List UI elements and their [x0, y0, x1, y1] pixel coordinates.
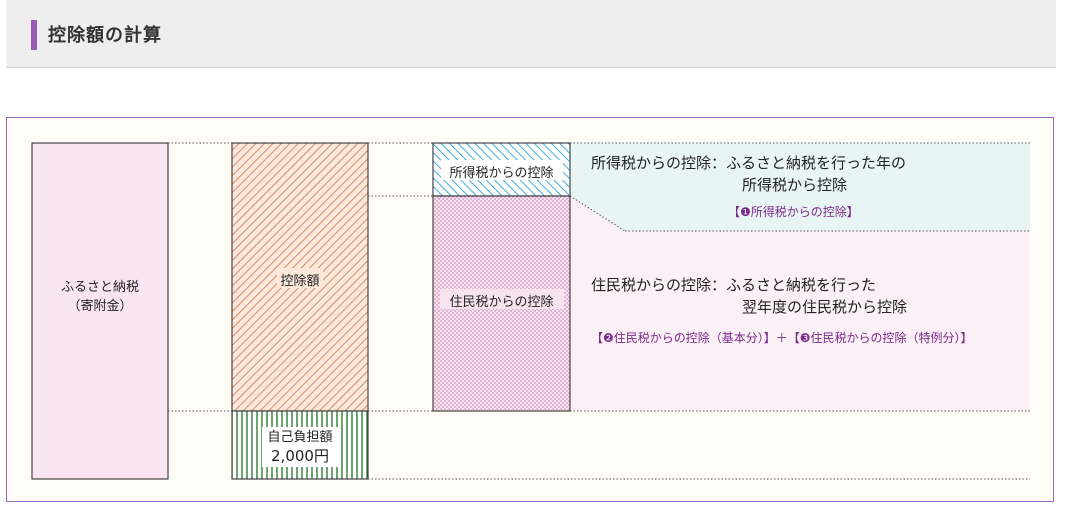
jiko-label: 自己負担額 2,000円 — [232, 428, 368, 466]
header-accent-bar — [31, 20, 37, 50]
furusato-box — [31, 142, 169, 480]
shotoku-description-line2: 所得税から控除 — [742, 176, 848, 194]
shotoku-reference: 【❶所得税からの控除】 — [728, 205, 859, 219]
furusato-label: ふるさと納税 （寄附金） — [32, 278, 168, 316]
jumin-description-line2: 翌年度の住民税から控除 — [742, 298, 908, 316]
jiko-label-line1: 自己負担額 — [267, 430, 333, 445]
shotoku-box-label: 所得税からの控除 — [449, 166, 554, 181]
dotted-guide-lines — [168, 142, 1030, 480]
page-title: 控除額の計算 — [48, 25, 162, 46]
shotoku-description-band — [570, 143, 1030, 231]
section-header: 控除額の計算 — [6, 0, 1056, 68]
furusato-label-line2: （寄附金） — [67, 299, 133, 314]
furusato-label-line1: ふるさと納税 — [60, 280, 139, 295]
jiko-label-line2: 2,000円 — [271, 447, 329, 465]
jumin-description-band — [570, 196, 1030, 411]
jumin-description-line1: 住民税からの控除：ふるさと納税を行った — [591, 276, 877, 294]
jumin-box-label: 住民税からの控除 — [449, 295, 554, 310]
jumin-reference: 【❷住民税からの控除（基本分）】＋【❸住民税からの控除（特例分）】 — [591, 331, 973, 345]
kojo-label: 控除額 — [280, 274, 320, 289]
shotoku-description-line1: 所得税からの控除：ふるさと納税を行った年の — [591, 154, 907, 172]
